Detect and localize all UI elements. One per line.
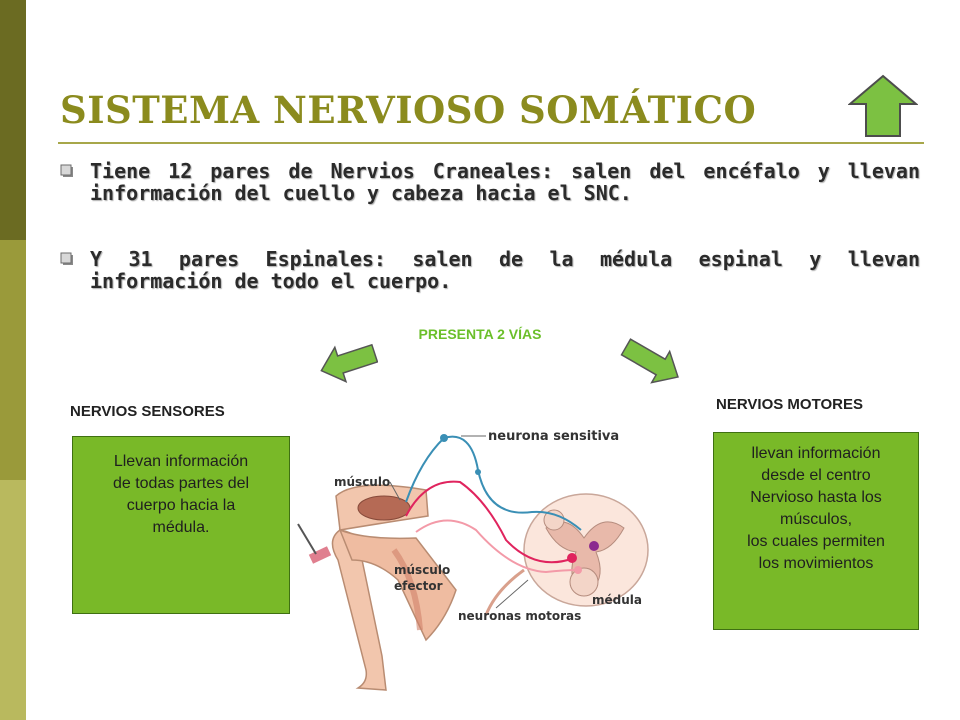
label-musculo-efector-2: efector (394, 579, 443, 593)
label-neuronas-motoras: neuronas motoras (458, 609, 581, 623)
bullet-text: Y 31 pares Espinales: salen de la médula… (90, 247, 920, 293)
sensores-line: de todas partes del (112, 475, 250, 492)
label-medula: médula (592, 593, 642, 607)
bullet-box-icon (60, 164, 73, 177)
motores-line: los movimientos (758, 555, 874, 572)
slide-title: SISTEMA NERVIOSO SOMÁTICO (60, 88, 757, 132)
sensores-line: médula. (152, 519, 210, 536)
sensores-box: Llevan información de todas partes del c… (72, 436, 290, 614)
sensores-line: cuerpo hacia la (126, 497, 236, 514)
label-musculo-efector-1: músculo (394, 563, 450, 577)
motores-line: los cuales permiten (747, 533, 885, 550)
sensory-neuron (405, 434, 582, 531)
motores-line: llevan información (751, 445, 881, 462)
title-rule (58, 142, 924, 144)
bullet-text: Tiene 12 pares de Nervios Craneales: sal… (90, 159, 920, 205)
limb-illustration (297, 484, 457, 691)
right-arrow-icon (620, 338, 679, 384)
label-neurona-sensitiva: neurona sensitiva (488, 429, 619, 444)
up-arrow-icon[interactable] (848, 74, 918, 138)
side-bar-dark (0, 0, 26, 240)
presenta-label: PRESENTA 2 VÍAS (418, 326, 542, 342)
motores-line: músculos, (779, 511, 853, 528)
left-arrow-icon (320, 343, 378, 383)
motores-box: llevan información desde el centro Nervi… (713, 432, 919, 630)
motores-line: Nervioso hasta los (750, 489, 882, 506)
motores-line: desde el centro (761, 467, 871, 484)
motor-neurons (405, 480, 599, 574)
bullet-craneales: Tiene 12 pares de Nervios Craneales: sal… (60, 160, 920, 204)
side-bar-light (0, 480, 26, 720)
sensores-line: Llevan información (113, 453, 249, 470)
sensores-heading: NERVIOS SENSORES (70, 403, 225, 420)
spinal-cord-illustration (484, 493, 649, 616)
reflex-arc-diagram: neurona sensitiva músculo músculo efecto… (297, 429, 649, 691)
label-musculo: músculo (334, 475, 390, 489)
motores-heading: NERVIOS MOTORES (716, 396, 863, 413)
bullet-box-icon (60, 252, 73, 265)
bullet-espinales: Y 31 pares Espinales: salen de la médula… (60, 248, 920, 292)
side-bar-mid (0, 240, 26, 480)
